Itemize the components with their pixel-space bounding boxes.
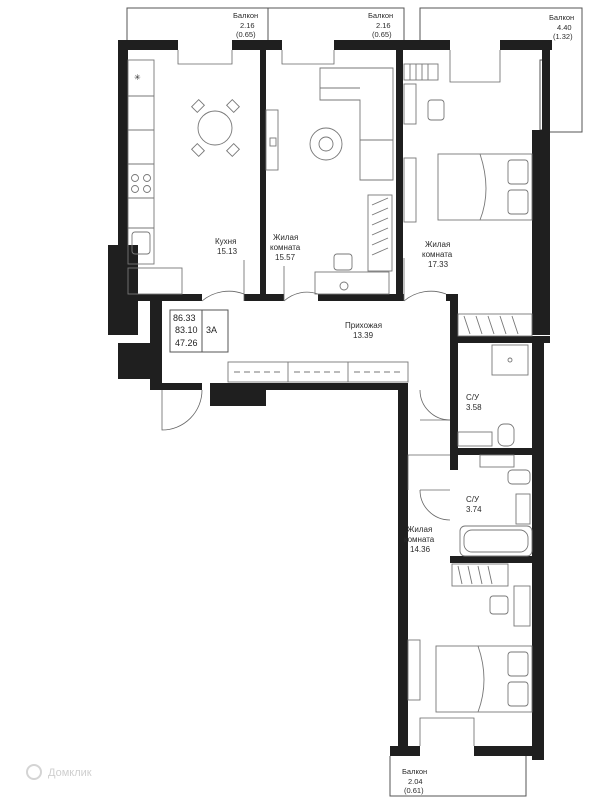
balcony-2-area: 2.16: [376, 21, 391, 30]
balcony-3-name: Балкон: [549, 13, 574, 22]
bath-2-name: С/У: [466, 495, 480, 504]
living-3-name-line1: Жилая: [407, 525, 432, 534]
living-2-area: 17.33: [428, 260, 449, 269]
watermark-text: Домклик: [48, 767, 92, 779]
doors: [161, 50, 501, 746]
room-labels: Балкон 2.16 (0.65) Балкон 2.16 (0.65) Ба…: [215, 11, 574, 795]
living-2-name-line2: комната: [422, 250, 453, 259]
layout-code: 3A: [206, 325, 217, 335]
living-1-name-line1: Жилая: [273, 233, 298, 242]
kitchen-name: Кухня: [215, 237, 236, 246]
hallway-area: 13.39: [353, 331, 374, 340]
living-2-furniture: [403, 63, 533, 337]
living-area-value: 47.26: [175, 338, 198, 348]
kitchen-area: 15.13: [217, 247, 238, 256]
balcony-1-area: 2.16: [240, 21, 255, 30]
living-2-name-line1: Жилая: [425, 240, 450, 249]
living-3-name-line2: комната: [404, 535, 435, 544]
balcony-2-name: Балкон: [368, 11, 393, 20]
watermark: Домклик: [26, 764, 92, 780]
walls: [108, 40, 552, 760]
balcony-3-area: 4.40: [557, 23, 572, 32]
balcony-3-sub: (1.32): [553, 32, 573, 41]
total-area-value: 86.33: [173, 313, 196, 323]
living-1-area: 15.57: [275, 253, 296, 262]
snowflake-icon: ✳: [134, 73, 141, 82]
hallway-name: Прихожая: [345, 321, 382, 330]
hallway-furniture: [227, 361, 409, 383]
balcony-4-sub: (0.61): [404, 786, 424, 795]
summary-box: 86.33 83.10 47.26 3A: [169, 309, 229, 353]
balcony-4-name: Балкон: [402, 767, 427, 776]
bath-1-name: С/У: [466, 393, 480, 402]
balcony-1-sub: (0.65): [236, 30, 256, 39]
living-1-name-line2: комната: [270, 243, 301, 252]
bathroom-fixtures: [457, 344, 533, 557]
bath-2-area: 3.74: [466, 505, 482, 514]
living-3-area: 14.36: [410, 545, 431, 554]
balcony-outlines: [126, 7, 583, 797]
balcony-1-name: Балкон: [233, 11, 258, 20]
area-without-balcony-value: 83.10: [175, 325, 198, 335]
kitchen-furniture: ✳: [127, 59, 241, 295]
living-1-furniture: [265, 67, 394, 295]
living-3-furniture: [407, 563, 533, 713]
balcony-2-sub: (0.65): [372, 30, 392, 39]
bath-1-area: 3.58: [466, 403, 482, 412]
balcony-4-area: 2.04: [408, 777, 423, 786]
